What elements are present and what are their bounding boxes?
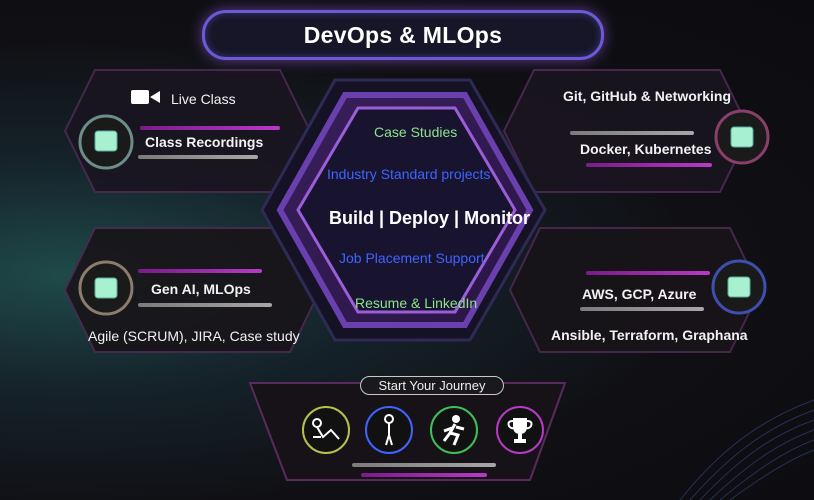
page-title: DevOps & MLOps	[202, 10, 604, 60]
divider-bar	[570, 131, 694, 135]
agile-jira-label: Agile (SCRUM), JIRA, Case study	[88, 328, 300, 344]
resume-linkedin-label: Resume & LinkedIn	[355, 295, 478, 311]
video-camera-icon	[131, 90, 160, 104]
divider-bar	[138, 269, 262, 273]
stand-icon	[365, 406, 413, 454]
gen-ai-mlops-label: Gen AI, MLOps	[151, 281, 251, 297]
job-placement-label: Job Placement Support	[339, 250, 485, 266]
screen-icon	[94, 277, 118, 299]
industry-projects-label: Industry Standard projects	[327, 166, 491, 182]
divider-bar	[352, 463, 496, 467]
build-deploy-monitor-label: Build | Deploy | Monitor	[329, 208, 531, 228]
git-github-networking-label: Git, GitHub & Networking	[563, 88, 731, 104]
panel-bottom-right	[508, 227, 762, 353]
screen-icon	[727, 276, 751, 298]
start-journey-badge: Start Your Journey	[360, 376, 504, 395]
divider-bar	[586, 271, 710, 275]
trophy-icon	[507, 418, 533, 443]
divider-bar	[138, 303, 272, 307]
screen-icon	[730, 126, 754, 148]
live-class-label: Live Class	[171, 91, 236, 107]
divider-bar	[586, 163, 712, 167]
case-studies-label: Case Studies	[374, 124, 458, 140]
divider-bar	[361, 473, 487, 477]
docker-kubernetes-label: Docker, Kubernetes	[580, 141, 712, 157]
divider-bar	[138, 155, 258, 159]
ansible-terraform-label: Ansible, Terraform, Graphana	[551, 327, 748, 343]
trophy-icon	[496, 406, 544, 454]
divider-bar	[580, 307, 704, 311]
wave-decoration	[679, 399, 814, 500]
crawl-icon	[302, 406, 350, 454]
divider-bar	[140, 126, 280, 130]
stand-icon	[384, 414, 394, 446]
screen-icon	[94, 130, 118, 152]
crawl-icon	[312, 418, 340, 440]
class-recordings-label: Class Recordings	[145, 134, 264, 150]
run-icon	[430, 406, 478, 454]
center-hex-inner	[296, 106, 517, 314]
aws-gcp-azure-label: AWS, GCP, Azure	[582, 286, 697, 302]
run-icon	[442, 415, 465, 446]
